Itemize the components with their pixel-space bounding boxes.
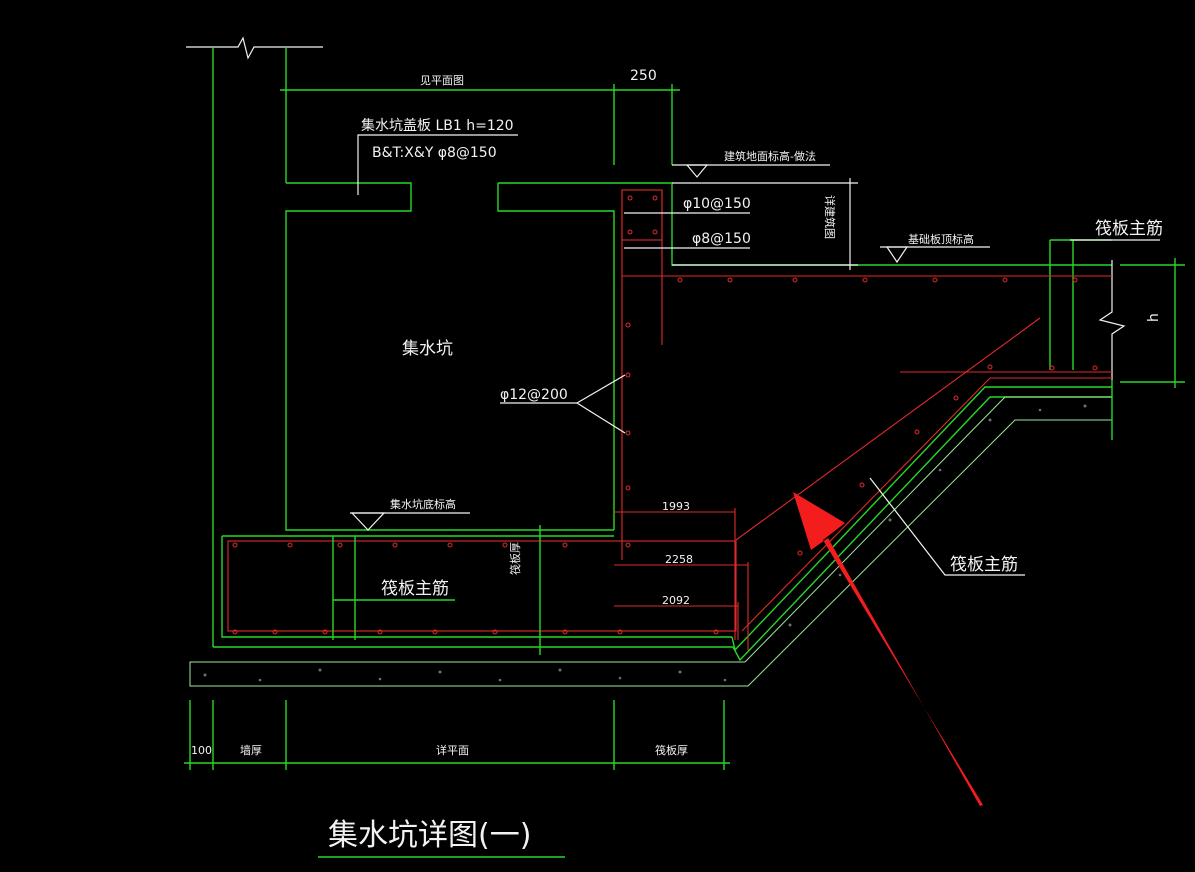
- detail-spec-label: 详建筑图: [823, 195, 837, 239]
- pit-bottom-elevation-label: 集水坑底标高: [390, 497, 456, 511]
- cover-plate-label: 集水坑盖板 LB1 h=120: [361, 117, 514, 134]
- rebar-phi8-label: φ8@150: [692, 231, 751, 247]
- see-plan-bottom-label: 详平面: [436, 743, 469, 757]
- dim-2092-label: 2092: [662, 594, 690, 607]
- cushion-hatch: [203, 404, 1087, 682]
- raft-main-rebar-right-label: 筏板主筋: [950, 555, 1018, 575]
- dim-250-label: 250: [630, 68, 657, 84]
- dim-2258-label: 2258: [665, 553, 693, 566]
- foundation-top-elevation-label: 基础板顶标高: [908, 232, 974, 246]
- wall-thickness-label: 墙厚: [240, 743, 262, 757]
- raft-thickness-vertical-label: 筏板厚: [508, 542, 522, 575]
- pit-label: 集水坑: [402, 339, 453, 359]
- cover-rebar-label: B&T:X&Y φ8@150: [372, 145, 497, 161]
- dimension-lines: [184, 84, 1160, 858]
- dim-100-label: 100: [191, 744, 212, 757]
- raft-main-rebar-left-label: 筏板主筋: [381, 579, 449, 599]
- see-plan-label: 见平面图: [420, 74, 464, 87]
- dim-1993-label: 1993: [662, 500, 690, 513]
- raft-main-rebar-top-label: 筏板主筋: [1095, 219, 1163, 239]
- annotation-arrow: [793, 492, 983, 806]
- h-dimension-label: h: [1146, 313, 1162, 322]
- raft-thickness-bottom-label: 筏板厚: [655, 743, 688, 757]
- rebar-phi12-label: φ12@200: [500, 387, 568, 403]
- building-floor-elevation-label: 建筑地面标高-做法: [724, 149, 816, 163]
- structure-outlines: [186, 36, 1185, 687]
- rebar-phi10-label: φ10@150: [683, 196, 751, 212]
- drawing-labels: 见平面图 250 集水坑盖板 LB1 h=120 B&T:X&Y φ8@150 …: [191, 68, 1163, 853]
- rebar-lines: [227, 189, 1112, 632]
- drawing-title: 集水坑详图(一): [328, 818, 531, 853]
- rebar-dots: [232, 195, 1098, 635]
